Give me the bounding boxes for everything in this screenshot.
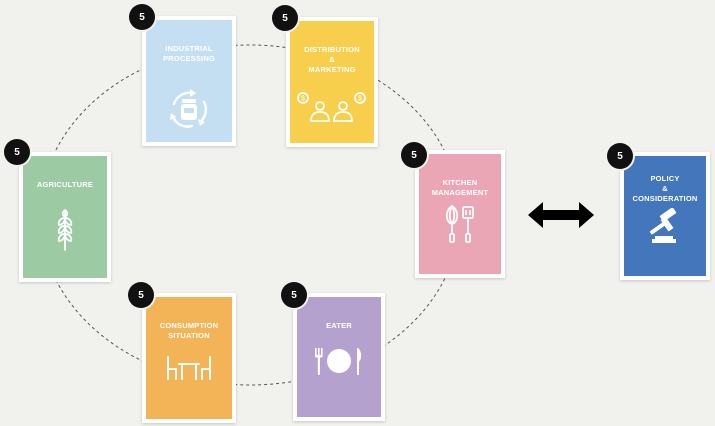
double-arrow-icon — [528, 202, 594, 228]
whisk-spatula-icon — [445, 204, 474, 243]
card-industrial-processing[interactable]: INDUSTRIAL PROCESSING — [142, 16, 236, 146]
people-exchange-icon: $ $ — [297, 92, 366, 122]
step-badge: 5 — [4, 139, 30, 165]
step-badge: 5 — [281, 282, 307, 308]
card-title: EATER — [326, 321, 352, 330]
table-chairs-icon — [167, 356, 211, 380]
card-title: DISTRIBUTION & MARKETING — [304, 45, 360, 74]
card-agriculture[interactable]: AGRICULTURE — [19, 152, 111, 282]
card-consumption-situation[interactable]: CONSUMPTION SITUATION — [142, 293, 236, 423]
svg-text:$: $ — [301, 96, 305, 103]
step-badge: 5 — [272, 5, 298, 31]
card-title: AGRICULTURE — [36, 180, 94, 189]
card-title: POLICY & CONSIDERATION — [632, 174, 698, 203]
step-badge: 5 — [607, 143, 633, 169]
card-kitchen-management[interactable]: KITCHEN MANAGEMENT — [415, 150, 505, 278]
step-badge: 5 — [128, 282, 154, 308]
card-eater[interactable]: EATER — [293, 293, 385, 421]
card-title: INDUSTRIAL PROCESSING — [162, 44, 215, 63]
gavel-icon — [649, 208, 677, 243]
wheat-icon — [57, 209, 73, 251]
step-badge: 5 — [129, 4, 155, 30]
card-title: CONSUMPTION SITUATION — [159, 321, 219, 340]
recycle-jar-icon — [170, 89, 208, 128]
svg-text:$: $ — [358, 96, 362, 103]
plate-cutlery-icon — [315, 348, 362, 375]
card-distribution-marketing[interactable]: DISTRIBUTION & MARKETING $ $ — [286, 17, 378, 147]
card-title: KITCHEN MANAGEMENT — [431, 178, 489, 197]
card-policy-consideration[interactable]: POLICY & CONSIDERATION — [620, 152, 710, 280]
step-badge: 5 — [401, 142, 427, 168]
